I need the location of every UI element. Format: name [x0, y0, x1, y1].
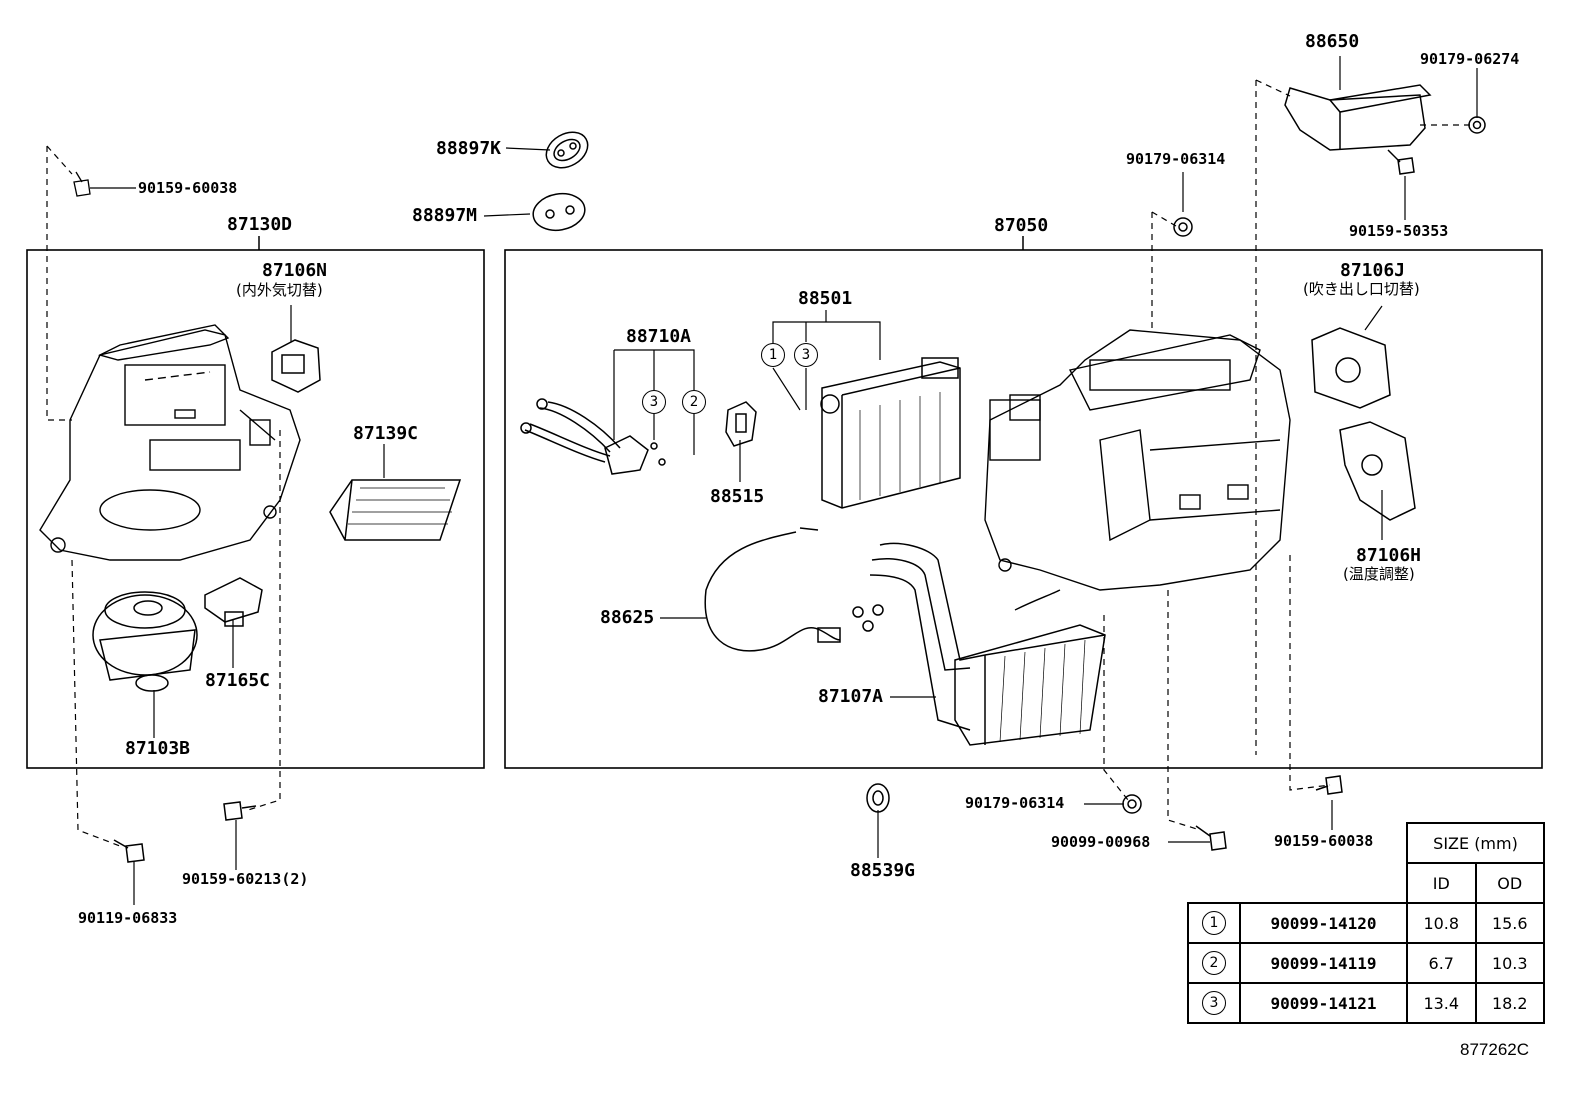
callout-3-88710A: 3 [642, 390, 666, 414]
row-od: 10.3 [1474, 942, 1545, 984]
screw-90159-60213 [223, 801, 257, 821]
row-part: 90099-14120 [1239, 902, 1408, 944]
size-col-id: ID [1406, 862, 1477, 904]
row-od: 18.2 [1474, 982, 1545, 1024]
note-87106J: (吹き出し口切替) [1303, 280, 1420, 298]
row-id: 6.7 [1406, 942, 1477, 984]
label-88897K: 88897K [436, 138, 502, 159]
label-88625: 88625 [600, 607, 655, 628]
label-87103B: 87103B [125, 738, 191, 759]
table-row: 2 90099-14119 6.7 10.3 [1187, 942, 1545, 984]
label-90159-60038-right: 90159-60038 [1274, 832, 1374, 850]
actuator-87106J [1311, 327, 1391, 409]
thermistor-88515 [725, 401, 757, 447]
label-88501: 88501 [798, 288, 853, 309]
grommet-90179-06314-top [1173, 217, 1193, 237]
assembly-box-87130D [26, 249, 485, 769]
dashed-leaders [46, 79, 1470, 847]
label-90159-60213: 90159-60213(2) [182, 870, 309, 888]
label-88897M: 88897M [412, 205, 478, 226]
resistor-87165C [204, 577, 263, 627]
blower-motor-87103B [92, 591, 198, 692]
row-part: 90099-14119 [1239, 942, 1408, 984]
grommet-88897K [545, 131, 589, 169]
callout-2-88710A: 2 [682, 390, 706, 414]
row-id: 13.4 [1406, 982, 1477, 1024]
leader-lines [90, 56, 1478, 905]
blower-case-illustration [39, 324, 301, 561]
label-87107A: 87107A [818, 686, 884, 707]
screw-90159-60038-right [1315, 775, 1343, 795]
grommet-90179-06314-bottom [1122, 794, 1142, 814]
figure-reference: 877262C [1460, 1040, 1530, 1059]
heater-core-87107A [852, 542, 1106, 746]
label-88539G: 88539G [850, 860, 916, 881]
label-87139C: 87139C [353, 423, 419, 444]
size-col-od: OD [1474, 862, 1545, 904]
label-87130D: 87130D [227, 214, 293, 235]
filter-87139C [329, 479, 462, 541]
row-mark: 1 [1187, 902, 1241, 944]
screw-90159-50353 [1387, 149, 1415, 175]
screw-90119-06833 [113, 839, 145, 863]
row-part: 90099-14121 [1239, 982, 1408, 1024]
expansion-valve-pipes-88710A [520, 398, 666, 475]
clip-90179-06274 [1468, 116, 1486, 134]
label-88650: 88650 [1305, 31, 1360, 52]
row-mark: 3 [1187, 982, 1241, 1024]
heater-case-illustration-87050 [984, 329, 1291, 611]
note-87106H: (温度調整) [1343, 565, 1415, 583]
row-id: 10.8 [1406, 902, 1477, 944]
actuator-87106H [1339, 421, 1416, 521]
label-90159-50353: 90159-50353 [1349, 222, 1449, 240]
label-87106N: 87106N [262, 260, 328, 281]
label-90119-06833: 90119-06833 [78, 909, 178, 927]
label-90159-60038-left: 90159-60038 [138, 179, 238, 197]
label-90179-06274: 90179-06274 [1420, 50, 1520, 68]
label-88710A: 88710A [626, 326, 692, 347]
label-88515: 88515 [710, 486, 765, 507]
actuator-87106N [271, 339, 321, 393]
row-od: 15.6 [1474, 902, 1545, 944]
label-87106H: 87106H [1356, 545, 1422, 566]
grommet-88897M [532, 192, 586, 232]
row-mark: 2 [1187, 942, 1241, 984]
label-90099-00968: 90099-00968 [1051, 833, 1151, 851]
callout-1-88501: 1 [761, 343, 785, 367]
label-87050: 87050 [994, 215, 1049, 236]
table-row: 3 90099-14121 13.4 18.2 [1187, 982, 1545, 1024]
o-ring-size-table: SIZE (mm) ID OD 1 90099-14120 10.8 15.6 … [1187, 822, 1545, 1024]
wire-harness-88625 [704, 527, 841, 652]
table-row: 1 90099-14120 10.8 15.6 [1187, 902, 1545, 944]
callout-3-88501: 3 [794, 343, 818, 367]
label-90179-06314-bottom: 90179-06314 [965, 794, 1065, 812]
note-87106N: (内外気切替) [236, 281, 323, 299]
screw-90159-60038-left [73, 171, 91, 197]
grommet-88539G [866, 783, 890, 813]
size-header: SIZE (mm) [1406, 822, 1545, 864]
label-90179-06314-top: 90179-06314 [1126, 150, 1226, 168]
label-87106J: 87106J [1340, 260, 1406, 281]
screw-90099-00968 [1195, 825, 1227, 851]
evaporator-88501 [820, 357, 961, 509]
ecu-88650 [1284, 84, 1432, 151]
label-87165C: 87165C [205, 670, 271, 691]
